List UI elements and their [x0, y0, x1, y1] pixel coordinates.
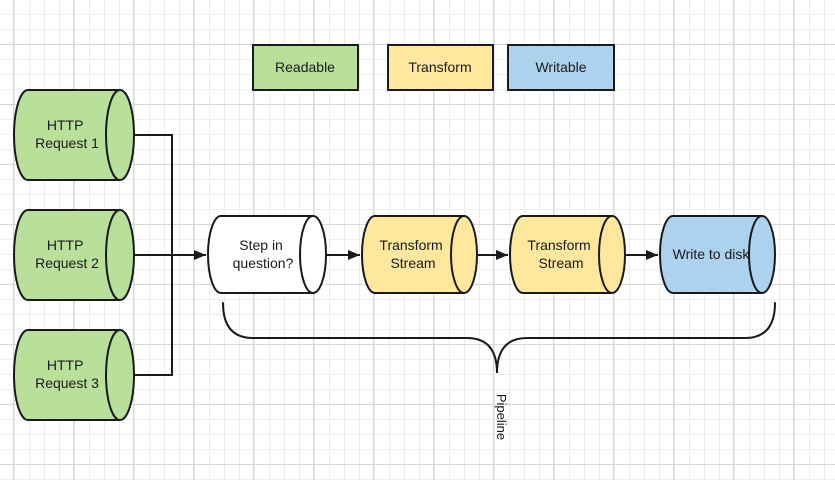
node-label: Transform Stream [379, 237, 446, 271]
node-http-request-1: HTTP Request 1 [13, 89, 135, 181]
pipeline-brace [222, 302, 776, 374]
legend-swatch-readable [252, 44, 359, 91]
legend-label-transform: Transform [408, 59, 471, 75]
connectors [134, 134, 658, 376]
pipeline-label: Pipeline [494, 394, 509, 440]
legend-item-readable: Readable [252, 44, 359, 91]
legend-item-writable: Writable [507, 44, 615, 91]
cylinder-rim [105, 89, 121, 181]
legend-swatch-transform [387, 44, 494, 91]
cylinder-rim [450, 215, 465, 294]
node-label: HTTP Request 3 [35, 357, 99, 391]
cylinder-rim [105, 209, 121, 301]
legend-label-writable: Writable [535, 59, 586, 75]
node-label: HTTP Request 2 [35, 237, 99, 271]
node-step-in-question: Step in question? [207, 215, 327, 294]
node-http-request-2: HTTP Request 2 [13, 209, 135, 301]
node-write-to-disk: Write to disk [659, 215, 776, 294]
node-label: Write to disk [673, 246, 751, 262]
legend: Readable Transform Writable [252, 44, 615, 91]
legend-label-readable: Readable [275, 59, 335, 75]
node-label: HTTP Request 1 [35, 117, 99, 151]
node-transform-stream-1: Transform Stream [361, 215, 478, 294]
cylinder-rim [598, 215, 613, 294]
node-transform-stream-2: Transform Stream [509, 215, 626, 294]
cylinder-rim [105, 329, 121, 421]
node-http-request-3: HTTP Request 3 [13, 329, 135, 421]
node-label: Transform Stream [527, 237, 594, 271]
node-label: Step in question? [233, 237, 294, 271]
legend-item-transform: Transform [387, 44, 494, 91]
cylinder-rim [748, 215, 763, 294]
legend-swatch-writable [507, 44, 615, 91]
cylinder-rim [299, 215, 314, 294]
